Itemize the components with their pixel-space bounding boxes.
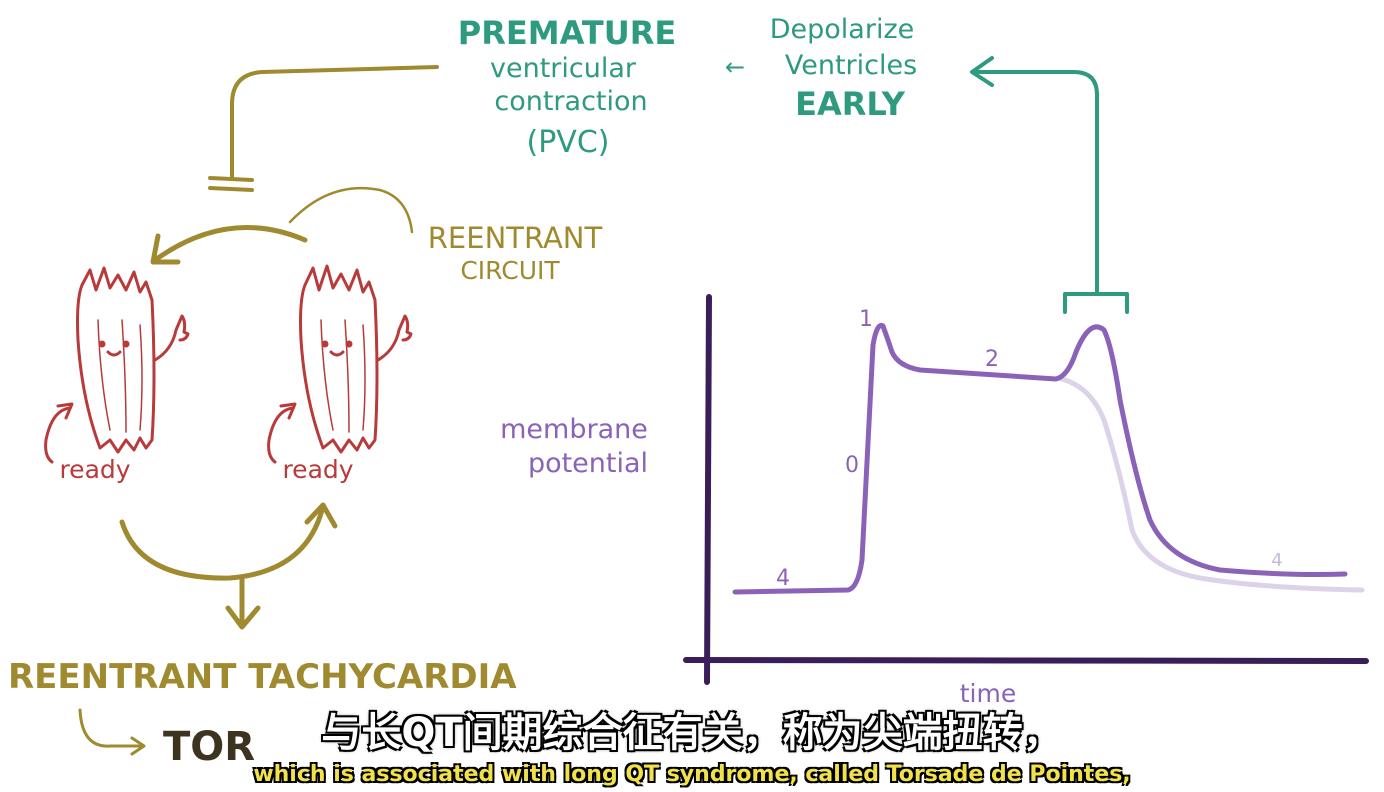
pvc-label: PREMATURE ventricular contraction (PVC): [458, 14, 676, 160]
depolarize-line-3: EARLY: [795, 85, 906, 123]
prolonged-action-potential-trace: [732, 322, 1348, 595]
phase-labels: 4 0 1 2 4: [776, 307, 1283, 591]
ylabel-line-2: potential: [528, 448, 648, 479]
normal-action-potential-trace: [1055, 375, 1365, 593]
phase-2: 2: [985, 347, 999, 372]
torsades-arrow: [78, 708, 146, 756]
left-arrow-text: ←: [725, 53, 745, 81]
pvc-line-contraction: contraction: [494, 86, 647, 117]
early-depolarization-arrow: [970, 56, 1129, 314]
y-axis: [704, 294, 712, 685]
circuit-bottom-arrow: [119, 502, 338, 630]
graph-axes: [683, 294, 1369, 685]
circuit-top-arrow: [150, 225, 308, 265]
cardiac-cell-left: [44, 266, 190, 464]
reentrant-tachycardia-label: REENTRANT TACHYCARDIA: [8, 657, 517, 697]
phase-0: 0: [845, 453, 859, 478]
pvc-line-premature: PREMATURE: [458, 14, 676, 52]
subtitle-english: which is associated with long QT syndrom…: [253, 762, 1131, 787]
early-afterdepolarization-bracket: [1063, 292, 1129, 314]
reentrant-circuit-label: REENTRANT CIRCUIT: [428, 221, 603, 285]
graph-x-axis-label: time: [960, 679, 1016, 708]
cell-left-ready-label: ready: [59, 455, 130, 484]
phase-4-left: 4: [776, 566, 790, 591]
subtitle-chinese: 与长QT间期综合征有关，称为尖端扭转，: [321, 710, 1063, 756]
reentrant-circuit-line-2: CIRCUIT: [460, 256, 560, 285]
ylabel-line-1: membrane: [500, 414, 648, 445]
pvc-line-ventricular: ventricular: [490, 53, 637, 84]
depolarize-line-1: Depolarize: [770, 14, 915, 45]
phase-1: 1: [859, 307, 873, 332]
cell-right-ready-label: ready: [282, 455, 353, 484]
pvc-line-abbrev: (PVC): [527, 125, 610, 160]
torsades-label: TOR: [163, 724, 255, 770]
x-axis: [683, 657, 1369, 664]
reentrant-circuit-pointer: [288, 186, 414, 234]
phase-4-right: 4: [1271, 550, 1282, 571]
reentrant-circuit-line-1: REENTRANT: [428, 221, 603, 255]
cardiac-cell-right: [267, 264, 413, 464]
pvc-trigger-line: [208, 65, 439, 192]
depolarize-label: Depolarize Ventricles EARLY: [770, 14, 917, 123]
depolarize-line-2: Ventricles: [785, 50, 917, 81]
graph-y-axis-label: membrane potential: [500, 414, 648, 479]
